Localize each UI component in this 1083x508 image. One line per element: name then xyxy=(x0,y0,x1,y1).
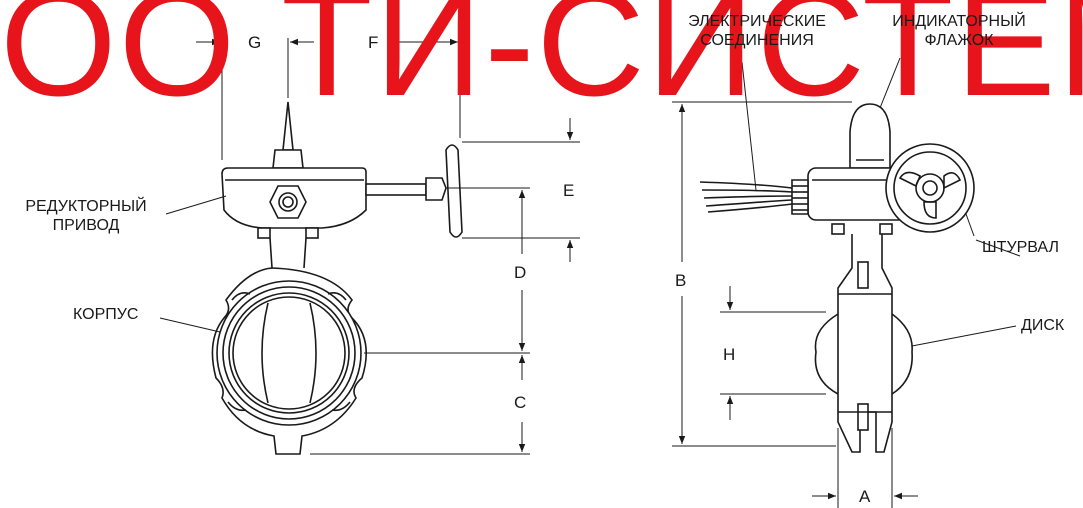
gear-operator-label-line1: РЕДУКТОРНЫЙ xyxy=(25,198,147,215)
dimension-f: F xyxy=(368,33,379,52)
gear-operator-label-line2: ПРИВОД xyxy=(52,217,120,234)
electrical-label-line2: СОЕДИНЕНИЯ xyxy=(700,32,814,49)
watermark-text: ОО ТИ-СИСТЕМ xyxy=(0,0,1083,108)
dimension-g: G xyxy=(248,33,262,52)
side-view xyxy=(699,103,975,453)
dimension-lines xyxy=(196,38,918,508)
front-view xyxy=(211,101,463,455)
indicator-flag-label: ИНДИКАТОРНЫЙ ФЛАЖОК xyxy=(868,12,1050,50)
indicator-flag-label-line1: ИНДИКАТОРНЫЙ xyxy=(892,13,1026,30)
dimension-e: E xyxy=(563,181,575,200)
handwheel-label: ШТУРВАЛ xyxy=(982,239,1059,256)
leader-lines xyxy=(159,57,1021,347)
dimension-d: D xyxy=(514,263,527,282)
body-label: КОРПУС xyxy=(73,306,139,323)
indicator-flag-label-line2: ФЛАЖОК xyxy=(924,32,994,49)
electrical-label-line1: ЭЛЕКТРИЧЕСКИЕ xyxy=(688,13,826,30)
dimension-h: H xyxy=(723,345,736,364)
gear-operator-label: РЕДУКТОРНЫЙ ПРИВОД xyxy=(6,197,166,235)
dimension-b: B xyxy=(675,271,687,290)
dimension-c: C xyxy=(514,393,527,412)
disc-label: ДИСК xyxy=(1021,317,1065,334)
dimension-a: A xyxy=(859,487,871,506)
electrical-label: ЭЛЕКТРИЧЕСКИЕ СОЕДИНЕНИЯ xyxy=(662,12,852,50)
